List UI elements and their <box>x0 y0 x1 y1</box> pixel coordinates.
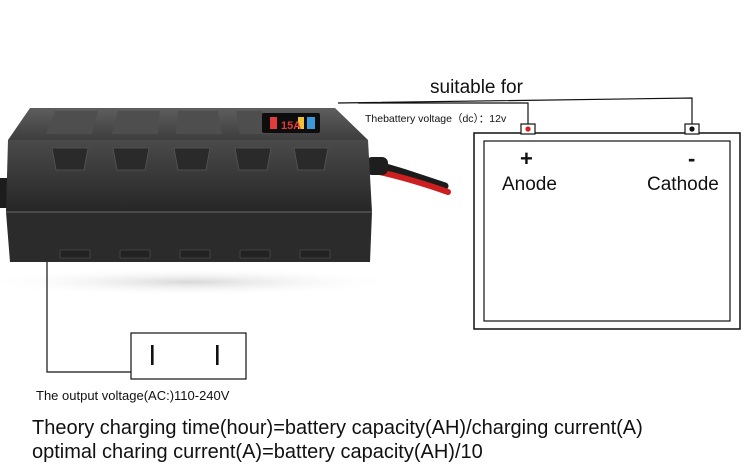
battery-voltage-label: Thebattery voltage（dc）：12v <box>365 113 507 125</box>
display-reading: 15A <box>281 120 301 132</box>
suitable-for-label: suitable for <box>430 77 523 98</box>
socket-slot-right <box>216 345 219 365</box>
socket-slot-left <box>151 345 154 365</box>
charger-device: 15A <box>6 108 372 262</box>
cathode-label: Cathode <box>647 174 719 195</box>
charging-time-formula: Theory charging time(hour)=battery capac… <box>32 417 643 439</box>
charging-current-formula: optimal charing current(A)=battery capac… <box>32 441 483 463</box>
plus-sign: + <box>520 146 533 171</box>
terminal-wire-positive <box>358 102 529 124</box>
mains-wire <box>46 262 132 373</box>
terminal-wire <box>337 97 693 124</box>
anode-label: Anode <box>502 174 557 195</box>
output-cable <box>366 157 451 195</box>
input-cable <box>0 178 10 208</box>
wall-socket <box>130 332 247 380</box>
minus-sign: - <box>688 146 696 171</box>
battery <box>473 123 741 330</box>
output-voltage-label: The output voltage(AC:)110-240V <box>36 388 230 403</box>
charger-shadow <box>0 268 400 296</box>
